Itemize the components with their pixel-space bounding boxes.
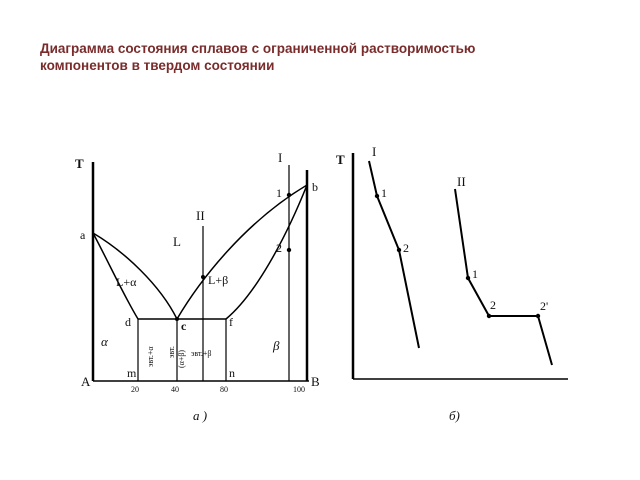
axis-a-T-label: T bbox=[75, 156, 84, 171]
region-eut-beta: эвт.+β bbox=[191, 349, 212, 358]
caption-a: а ) bbox=[193, 408, 207, 423]
curve-I-point-2 bbox=[396, 247, 402, 253]
liquidus-right bbox=[176, 184, 308, 320]
point-d-label: d bbox=[125, 315, 131, 329]
component-B: B bbox=[311, 374, 320, 389]
liquidus-left bbox=[92, 232, 178, 320]
line-II-label-a: II bbox=[196, 208, 205, 223]
tick-40: 40 bbox=[171, 385, 179, 394]
region-eut: эвт. bbox=[167, 346, 176, 358]
curve-I-label-1: 1 bbox=[381, 186, 387, 200]
region-L-alpha: L+α bbox=[116, 275, 137, 289]
line-I-label-a: I bbox=[278, 150, 282, 165]
point-II-liquidus bbox=[201, 275, 205, 279]
point-n-label: n bbox=[229, 366, 235, 380]
curve-II-label-2p: 2' bbox=[540, 299, 548, 313]
curve-I-point-1 bbox=[374, 193, 380, 199]
curve-II-label-2: 2 bbox=[490, 298, 496, 312]
tick-100: 100 bbox=[293, 385, 305, 394]
region-L-beta: L+β bbox=[208, 273, 228, 287]
region-L: L bbox=[173, 234, 181, 249]
region-eut-mix: (α+β) bbox=[177, 350, 186, 368]
point-2-label-a: 2 bbox=[276, 241, 282, 255]
cooling-curve-I bbox=[368, 160, 420, 349]
diagram-a: T a b d f c I II 1 2 L L+α L+β α β эвт.+… bbox=[75, 150, 320, 423]
axis-b-T-label: T bbox=[336, 152, 345, 167]
point-1-a bbox=[286, 192, 292, 198]
curve-I-label: I bbox=[372, 144, 376, 159]
curve-II-point-2 bbox=[486, 313, 492, 319]
curve-II-label: II bbox=[457, 174, 466, 189]
point-2-a bbox=[286, 247, 292, 253]
point-c-label: c bbox=[181, 319, 187, 333]
slide-title: Диаграмма состояния сплавов с ограниченн… bbox=[40, 40, 620, 74]
point-b-label: b bbox=[312, 180, 318, 194]
caption-b: б) bbox=[449, 408, 460, 423]
curve-II-label-1: 1 bbox=[472, 267, 478, 281]
point-1-label-a: 1 bbox=[276, 186, 282, 200]
region-alpha: α bbox=[101, 334, 109, 349]
region-eut-alpha: эвт.+α bbox=[146, 346, 155, 367]
solidus-left bbox=[92, 232, 139, 320]
diagram-b: T I 1 2 II 1 2 2' б) bbox=[336, 144, 568, 423]
title-line-1: Диаграмма состояния сплавов с ограниченн… bbox=[40, 41, 476, 56]
point-f-label: f bbox=[229, 315, 233, 329]
tick-80: 80 bbox=[220, 385, 228, 394]
solidus-right bbox=[225, 184, 308, 320]
tick-20: 20 bbox=[131, 385, 139, 394]
curve-II-point-2p bbox=[535, 313, 541, 319]
point-a-label: a bbox=[80, 228, 86, 242]
point-c bbox=[175, 317, 179, 321]
title-line-2: компонентов в твердом состоянии bbox=[40, 58, 275, 73]
component-A: A bbox=[81, 374, 91, 389]
curve-II-point-1 bbox=[465, 275, 471, 281]
region-beta: β bbox=[272, 338, 280, 353]
point-m-label: m bbox=[127, 366, 137, 380]
curve-I-label-2: 2 bbox=[403, 241, 409, 255]
